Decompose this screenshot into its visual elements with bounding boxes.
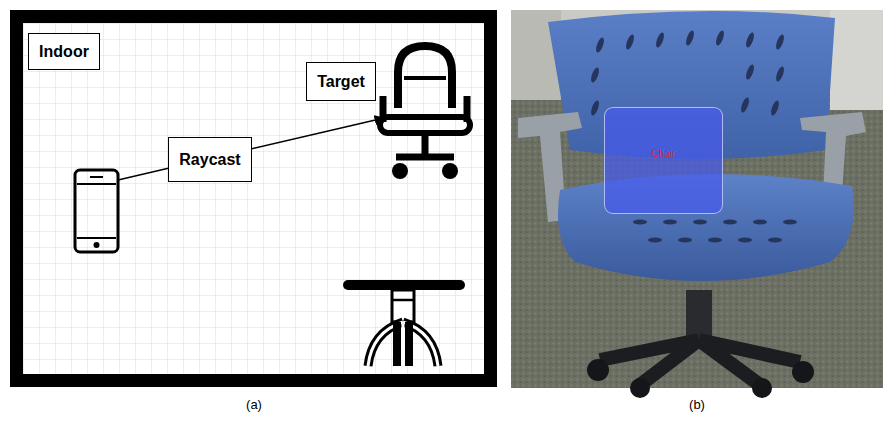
node-text: Indoor [39,43,89,61]
panel-caption: (b) [689,397,705,412]
chair-photo [511,10,883,398]
node-text: Raycast [179,151,240,169]
phone-icon [75,170,118,252]
region-label-box: Indoor [28,33,100,70]
panel-caption: (a) [246,397,262,412]
ar-overlay-panel: Chair [604,107,723,214]
raycast-label-box: Raycast [168,137,252,182]
node-text: Chair [652,148,676,159]
stool-icon [343,280,465,366]
indoor-panel [10,10,497,387]
node-text: Target [317,73,365,91]
chair-icon [380,46,470,179]
target-label-box: Target [306,62,376,101]
